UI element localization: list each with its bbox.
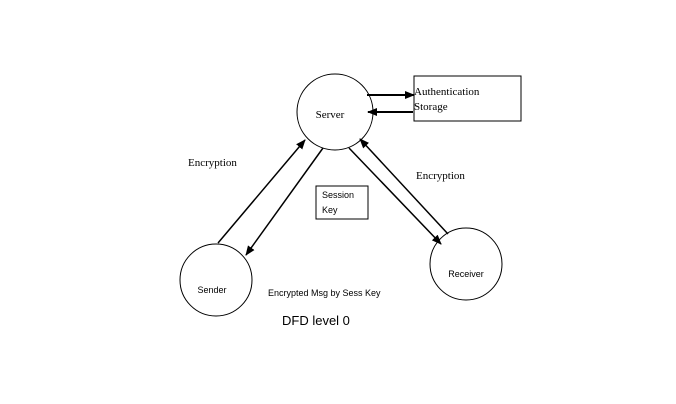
receiver-node xyxy=(429,227,503,301)
authentication-storage-box xyxy=(413,75,522,122)
arrow-receiver-to-server xyxy=(359,138,449,235)
storage-label-line2: Storage xyxy=(414,101,448,113)
receiver-label: Receiver xyxy=(448,269,484,279)
session-key-label-line1: Session xyxy=(322,190,354,200)
arrow-sender-to-server xyxy=(217,139,306,244)
diagram-caption: DFD level 0 xyxy=(282,313,350,328)
session-key-box xyxy=(315,185,369,220)
arrow-server-to-sender xyxy=(245,147,324,256)
sender-label: Sender xyxy=(197,285,226,295)
session-key-label-line2: Key xyxy=(322,205,338,215)
encryption-label-left: Encryption xyxy=(188,157,237,169)
sender-node xyxy=(179,243,253,317)
encryption-label-right: Encryption xyxy=(416,170,465,182)
encrypted-msg-label: Encrypted Msg by Sess Key xyxy=(268,288,381,298)
server-label: Server xyxy=(316,109,345,121)
storage-label-line1: Authentication xyxy=(414,86,480,98)
arrow-server-to-receiver xyxy=(348,147,442,245)
